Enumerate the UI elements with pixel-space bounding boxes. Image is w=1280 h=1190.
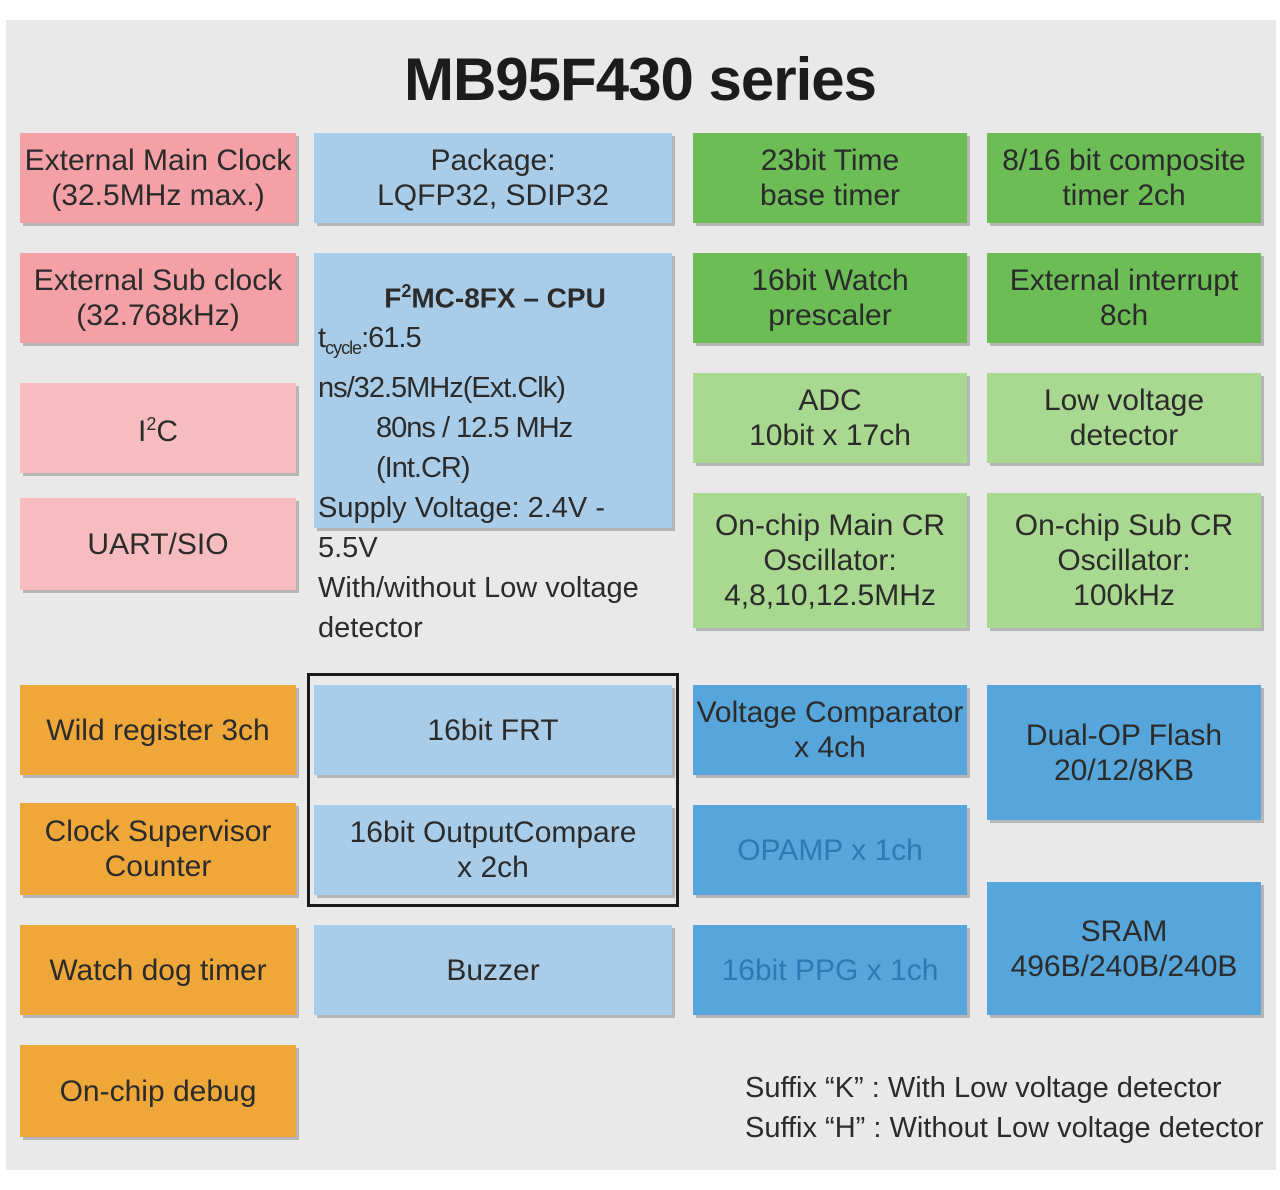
block-line: Clock Supervisor — [44, 815, 272, 848]
block-watch-prescaler: 16bit Watch prescaler — [693, 253, 967, 343]
block-line: timer 2ch — [1062, 179, 1186, 212]
block-line: Oscillator: — [763, 544, 897, 577]
block-external-main-clock: External Main Clock (32.5MHz max.) — [20, 133, 296, 223]
block-watchdog-timer: Watch dog timer — [20, 925, 296, 1015]
block-ppg: 16bit PPG x 1ch — [693, 925, 967, 1015]
block-line: LQFP32, SDIP32 — [377, 179, 609, 212]
block-line: 16bit OutputCompare — [349, 816, 637, 849]
block-cpu: F2MC-8FX – CPU tcycle:61.5 ns/32.5MHz(Ex… — [314, 253, 672, 644]
block-adc: ADC 10bit x 17ch — [693, 373, 967, 463]
block-line: detector — [1069, 419, 1179, 452]
block-line: prescaler — [768, 299, 892, 332]
block-main-cr-oscillator: On-chip Main CR Oscillator: 4,8,10,12.5M… — [693, 493, 967, 628]
block-line: OPAMP x 1ch — [737, 833, 923, 867]
cpu-lvd-line1: With/without Low voltage — [318, 572, 639, 605]
cpu-int-cr: 80ns / 12.5 MHz (Int.CR) — [376, 412, 573, 485]
block-line: 100kHz — [1073, 579, 1175, 612]
block-line: SRAM — [1080, 914, 1168, 948]
block-line: base timer — [759, 179, 901, 212]
block-line: 10bit x 17ch — [749, 419, 911, 452]
block-line: External Sub clock — [33, 264, 283, 297]
block-line: Watch dog timer — [49, 953, 267, 987]
block-line: Counter — [104, 850, 212, 883]
block-line: 496B/240B/240B — [1010, 949, 1238, 983]
block-line: Wild register 3ch — [46, 713, 270, 747]
block-dual-op-flash: Dual-OP Flash 20/12/8KB — [987, 685, 1261, 820]
block-16bit-frt: 16bit FRT — [314, 685, 672, 775]
block-low-voltage-detector: Low voltage detector — [987, 373, 1261, 463]
block-line: On-chip Main CR — [714, 509, 946, 542]
block-voltage-comparator: Voltage Comparator x 4ch — [693, 685, 967, 775]
block-line: 4,8,10,12.5MHz — [724, 579, 936, 612]
block-line: 23bit Time — [760, 144, 900, 177]
block-line: 16bit FRT — [427, 713, 559, 747]
block-line: On-chip Sub CR — [1014, 509, 1234, 542]
block-line: Dual-OP Flash — [1025, 718, 1223, 752]
block-line: Package: — [430, 144, 556, 177]
block-line: On-chip debug — [59, 1074, 257, 1108]
i2c-base: I — [137, 415, 147, 448]
cpu-name-post: MC-8FX – CPU — [411, 282, 606, 314]
i2c-rest: C — [156, 415, 179, 448]
block-line: Oscillator: — [1057, 544, 1191, 577]
block-line: Low voltage — [1043, 384, 1205, 417]
block-output-compare: 16bit OutputCompare x 2ch — [314, 805, 672, 895]
block-on-chip-debug: On-chip debug — [20, 1045, 296, 1137]
block-composite-timer: 8/16 bit composite timer 2ch — [987, 133, 1261, 223]
cpu-supply-voltage: Supply Voltage: 2.4V - 5.5V — [318, 492, 605, 565]
timer-group-frame — [307, 673, 679, 907]
block-line: I2C — [138, 407, 178, 449]
cpu-name-pre: F — [384, 282, 402, 314]
block-line: 16bit PPG x 1ch — [721, 953, 939, 987]
block-line: (32.768kHz) — [76, 299, 240, 332]
cpu-t-pre: t — [318, 322, 326, 355]
suffix-note-h: Suffix “H” : Without Low voltage detecto… — [745, 1112, 1264, 1144]
suffix-notes: Suffix “K” : With Low voltage detector S… — [745, 1068, 1275, 1148]
block-line: UART/SIO — [87, 527, 229, 561]
block-i2c: I2C — [20, 383, 296, 473]
block-opamp: OPAMP x 1ch — [693, 805, 967, 895]
block-uart-sio: UART/SIO — [20, 498, 296, 590]
cpu-lvd-line2: detector — [318, 612, 423, 645]
cpu-t-post: :61.5 ns/32.5MHz(Ext.Clk) — [318, 322, 566, 405]
i2c-sup: 2 — [146, 414, 157, 434]
block-line: (32.5MHz max.) — [51, 179, 265, 212]
block-line: External interrupt — [1009, 264, 1239, 297]
cpu-t-sub: cycle — [325, 338, 362, 359]
block-line: 8/16 bit composite — [1002, 144, 1246, 177]
block-line: x 4ch — [794, 731, 866, 764]
block-line: ADC — [798, 384, 862, 417]
block-package: Package: LQFP32, SDIP32 — [314, 133, 672, 223]
block-line: 20/12/8KB — [1053, 753, 1195, 787]
block-line: 16bit Watch — [751, 264, 909, 297]
block-clock-supervisor: Clock Supervisor Counter — [20, 803, 296, 895]
block-line: 8ch — [1099, 299, 1149, 332]
block-external-interrupt: External interrupt 8ch — [987, 253, 1261, 343]
block-line: Voltage Comparator — [696, 696, 964, 729]
block-line: External Main Clock — [24, 144, 292, 177]
block-line: Buzzer — [446, 953, 540, 987]
cpu-tcycle: tcycle:61.5 ns/32.5MHz(Ext.Clk) — [318, 318, 672, 408]
block-line: x 2ch — [457, 851, 529, 884]
cpu-name: F2MC-8FX – CPU — [384, 271, 606, 318]
block-timebase-timer: 23bit Time base timer — [693, 133, 967, 223]
suffix-note-k: Suffix “K” : With Low voltage detector — [745, 1072, 1222, 1104]
diagram-title: MB95F430 series — [404, 46, 877, 113]
block-wild-register: Wild register 3ch — [20, 685, 296, 775]
block-sub-cr-oscillator: On-chip Sub CR Oscillator: 100kHz — [987, 493, 1261, 628]
block-buzzer: Buzzer — [314, 925, 672, 1015]
cpu-name-sup: 2 — [401, 281, 412, 301]
block-external-sub-clock: External Sub clock (32.768kHz) — [20, 253, 296, 343]
block-sram: SRAM 496B/240B/240B — [987, 882, 1261, 1015]
